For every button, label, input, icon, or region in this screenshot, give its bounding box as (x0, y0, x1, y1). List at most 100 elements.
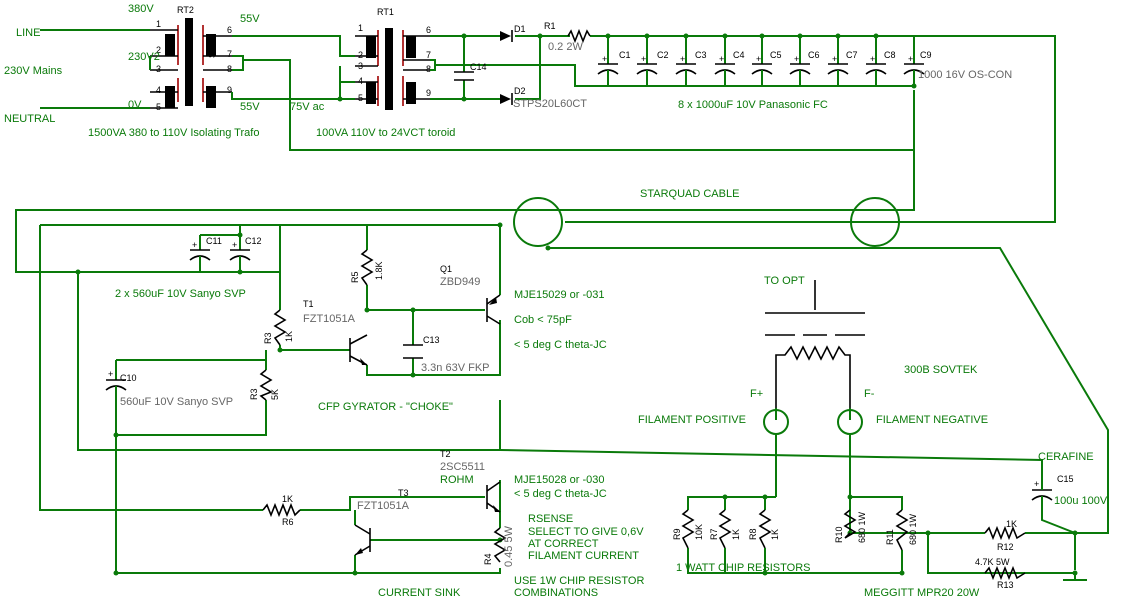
fplus-label: F+ (750, 388, 763, 400)
rt1-pin2: 2 (358, 50, 363, 60)
meggitt-label: MEGGITT MPR20 20W (864, 587, 980, 599)
resistor-r11 (895, 509, 909, 551)
chip-resistors-label: 1 WATT CHIP RESISTORS (676, 562, 810, 574)
c13-value: 3.3n 63V FKP (421, 362, 490, 374)
rt2-p1: P1 (166, 37, 176, 48)
r8-value: 1K (770, 529, 780, 540)
c4-label: C4 (733, 50, 745, 60)
svg-text:+: + (908, 54, 913, 64)
diode-d1 (500, 30, 513, 42)
r9-value: 10K (694, 524, 704, 540)
r3a-label: R3 (263, 332, 273, 344)
r8-label: R8 (748, 528, 758, 540)
rsense-line3: AT CORRECT (528, 538, 599, 550)
c8-label: C8 (884, 50, 896, 60)
filament-positive-ferrite (763, 409, 789, 435)
r5-label: R5 (350, 271, 360, 283)
c15-label: C15 (1057, 474, 1074, 484)
rt2-pin1: 1 (156, 19, 161, 29)
r12-value: 1K (1006, 519, 1017, 529)
v75ac-label: 75V ac (290, 101, 325, 113)
r1-value: 0.2 2W (548, 41, 583, 53)
svg-text:+: + (232, 240, 237, 250)
t2-rohm: ROHM (440, 474, 474, 486)
c6-label: C6 (808, 50, 820, 60)
capacitor-c12: + (229, 235, 251, 272)
rt1-p1: P1 (367, 41, 377, 52)
diode-d2 (500, 93, 513, 105)
q1-label: Q1 (440, 264, 452, 274)
transistor-q1 (486, 294, 501, 325)
transformer-rt1 (355, 28, 430, 110)
r10-value: 680 1W (857, 511, 867, 543)
filament-positive-label: FILAMENT POSITIVE (638, 414, 746, 426)
svg-text:+: + (1034, 479, 1039, 489)
use1w-line1: USE 1W CHIP RESISTOR (514, 575, 644, 587)
r7-value: 1K (731, 529, 741, 540)
gyrator-label: CFP GYRATOR - "CHOKE" (318, 401, 453, 413)
r4-value: 0.45 5W (503, 525, 515, 567)
svg-text:+: + (641, 54, 646, 64)
r6-value: 1K (282, 494, 293, 504)
r12-label: R12 (997, 542, 1014, 552)
c11-label: C11 (206, 236, 222, 246)
filament-negative-label: FILAMENT NEGATIVE (876, 414, 988, 426)
rt1-pin1: 1 (358, 23, 363, 33)
svg-text:+: + (719, 54, 724, 64)
svg-text:+: + (680, 54, 685, 64)
starquad-ferrite-2 (850, 197, 900, 247)
resistor-r1 (567, 28, 591, 44)
rt1-pin3: 3 (358, 61, 363, 71)
r5-value: 1.8K (374, 261, 384, 280)
filament-negative-ferrite (837, 409, 863, 435)
rt2-pin3: 3 (156, 64, 161, 74)
rt1-p2: P2 (367, 87, 377, 98)
rt2-pin2: 2 (156, 45, 161, 55)
transistor-t1 (349, 334, 368, 366)
resistor-r3a (273, 309, 287, 346)
junction-dots (75, 33, 1078, 576)
rt1-s1: S1 (407, 47, 417, 58)
r3b-label: R3 (249, 388, 259, 400)
r11-value: 680 1W (908, 513, 918, 545)
c7-label: C7 (846, 50, 858, 60)
tube-label: 300B SOVTEK (904, 364, 978, 376)
fminus-label: F- (864, 388, 875, 400)
resistor-r7 (718, 509, 732, 549)
theta1-label: < 5 deg C theta-JC (514, 339, 607, 351)
trafo2-label: 100VA 110V to 24VCT toroid (316, 127, 455, 139)
c5-label: C5 (770, 50, 782, 60)
rt2-s1: S1 (207, 47, 217, 58)
rt2-pin4: 4 (156, 85, 161, 95)
rt1-pin4: 4 (358, 76, 363, 86)
svg-text:+: + (192, 240, 197, 250)
r9-label: R9 (672, 528, 682, 540)
c1-label: C1 (619, 50, 631, 60)
svg-text:+: + (794, 54, 799, 64)
t1-label: T1 (303, 299, 314, 309)
rt2-pin5: 5 (156, 102, 161, 112)
v380-label: 380V (128, 3, 154, 15)
c13-label: C13 (423, 335, 440, 345)
toopt-label: TO OPT (764, 275, 805, 287)
transformer-rt2 (150, 18, 232, 109)
rt2-pin9: 9 (227, 85, 232, 95)
theta2-label: < 5 deg C theta-JC (514, 488, 607, 500)
r7-label: R7 (709, 528, 719, 540)
rt1-pin8: 8 (426, 64, 431, 74)
mains-label: 230V Mains (4, 65, 63, 77)
r10-label: R10 (834, 526, 844, 543)
transistor-t3 (354, 524, 371, 556)
rsense-line4: FILAMENT CURRENT (528, 550, 639, 562)
c2-label: C2 (657, 50, 669, 60)
capacitor-c15: + (1031, 470, 1053, 505)
rsense-line2: SELECT TO GIVE 0,6V (528, 526, 644, 538)
r6-label: R6 (282, 517, 294, 527)
r3b-value: 5K (270, 389, 280, 400)
capacitor-c10: + (105, 369, 127, 400)
svg-text:+: + (108, 369, 113, 379)
d2-part: STPS20L60CT (513, 98, 587, 110)
rt2-s2: S2 (207, 87, 217, 98)
resistor-r9 (681, 509, 695, 549)
